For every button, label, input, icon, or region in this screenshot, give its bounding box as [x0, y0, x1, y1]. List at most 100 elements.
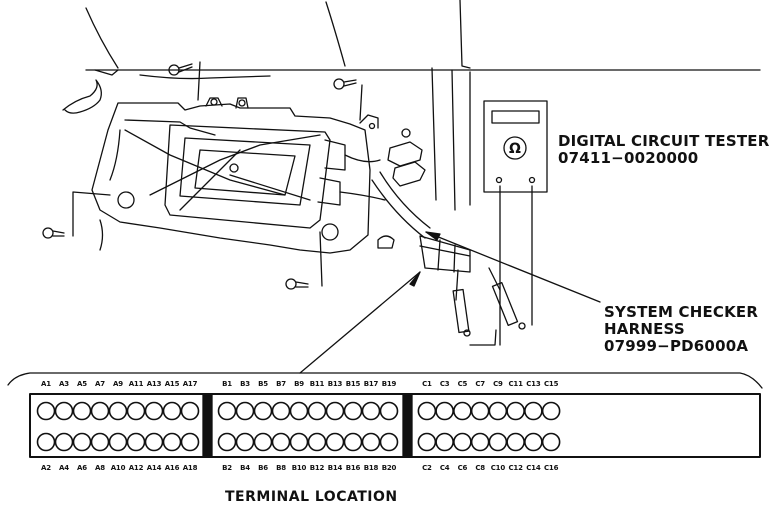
- terminal-pin-c15: [541, 401, 561, 421]
- pin-label: C7: [475, 380, 485, 388]
- terminal-pin-a14: [144, 432, 164, 452]
- terminal-pin-a4: [54, 432, 74, 452]
- terminal-pin-c3: [435, 401, 454, 421]
- terminal-pin-a2: [36, 432, 56, 452]
- terminal-pin-a5: [72, 401, 92, 421]
- terminal-pin-a7: [90, 401, 110, 421]
- pin-label: C8: [475, 464, 485, 472]
- probe-left: [452, 269, 471, 337]
- terminal-pin-a9: [108, 401, 128, 421]
- pin-label: B13: [327, 380, 343, 388]
- terminal-pin-b17: [361, 401, 381, 421]
- pin-label: B16: [345, 464, 361, 472]
- tester-label: DIGITAL CIRCUIT TESTER 07411−0020000: [558, 133, 769, 167]
- terminal-pin-c12: [506, 432, 525, 452]
- pin-label: C15: [543, 380, 559, 388]
- terminal-pin-c7: [470, 401, 490, 421]
- pin-label: B18: [363, 464, 379, 472]
- digital-circuit-tester: Ω: [483, 100, 548, 193]
- terminal-pin-c14: [524, 432, 543, 452]
- harness-part-number: 07999−PD6000A: [604, 337, 749, 355]
- pin-label: C12: [508, 464, 523, 472]
- pin-label: A15: [164, 380, 180, 388]
- pin-label: C3: [439, 380, 450, 388]
- ecu-bracket: [91, 97, 379, 254]
- pin-label: A9: [113, 380, 123, 388]
- terminal-pin-c4: [435, 432, 454, 452]
- pin-label: B6: [258, 464, 268, 472]
- pin-label: B2: [222, 464, 232, 472]
- pin-label: C2: [422, 464, 432, 472]
- terminal-pin-c2: [417, 432, 437, 452]
- terminal-pins: [36, 401, 561, 452]
- screw-top-left: [168, 61, 201, 101]
- terminal-pin-a18: [180, 432, 200, 452]
- pin-label: B15: [345, 380, 361, 388]
- pin-label: A5: [77, 380, 87, 388]
- terminal-leader-line: [299, 271, 421, 374]
- terminal-pin-b7: [271, 401, 291, 421]
- pin-label: A6: [77, 464, 87, 472]
- pin-label: C6: [457, 464, 468, 472]
- pin-label: B12: [309, 464, 325, 472]
- terminal-pin-c8: [470, 432, 490, 452]
- pin-label: C10: [490, 464, 506, 472]
- leader-lines: [299, 231, 601, 374]
- pin-label: C5: [457, 380, 468, 388]
- terminal-pin-c5: [453, 401, 472, 421]
- ohm-symbol-icon: Ω: [509, 141, 521, 157]
- terminal-pin-a8: [90, 432, 110, 452]
- harness-leader-line: [425, 231, 601, 303]
- terminal-pin-c13: [524, 401, 543, 421]
- terminal-pin-b14: [325, 432, 345, 452]
- terminal-pin-b19: [379, 401, 399, 421]
- pin-label: A1: [41, 380, 51, 388]
- terminal-pin-b10: [289, 432, 309, 452]
- pin-label: B14: [327, 464, 343, 472]
- block-divider-ab: [202, 393, 213, 458]
- pin-label: A10: [110, 464, 126, 472]
- terminal-pin-c9: [488, 401, 508, 421]
- pin-label: B8: [276, 464, 286, 472]
- terminal-pin-a15: [162, 401, 182, 421]
- harness-arrow-icon: [425, 231, 441, 241]
- terminal-pin-b6: [253, 432, 273, 452]
- screw-bottom: [285, 231, 323, 290]
- terminal-pin-b16: [343, 432, 363, 452]
- ecu-unit: [164, 124, 386, 229]
- terminal-pin-a11: [126, 401, 146, 421]
- terminal-pin-b4: [235, 432, 255, 452]
- pin-label: A18: [182, 464, 198, 472]
- terminal-pin-b11: [307, 401, 327, 421]
- block-divider-bc: [402, 393, 413, 458]
- pin-label: B7: [276, 380, 286, 388]
- harness-label: SYSTEM CHECKER HARNESS 07999−PD6000A: [604, 304, 758, 355]
- tester-part-number: 07411−0020000: [558, 149, 699, 167]
- pin-label: A12: [128, 464, 144, 472]
- pin-label: C1: [422, 380, 432, 388]
- terminal-pin-b2: [217, 432, 237, 452]
- terminal-pin-c6: [453, 432, 472, 452]
- pin-label: C13: [526, 380, 541, 388]
- pin-label: C4: [439, 464, 450, 472]
- pin-label: A14: [146, 464, 162, 472]
- probe-right: [488, 267, 526, 330]
- terminal-pin-b13: [325, 401, 345, 421]
- terminal-pin-c11: [506, 401, 525, 421]
- terminal-panel: [7, 372, 763, 458]
- terminal-pin-b15: [343, 401, 363, 421]
- pin-label: B9: [294, 380, 304, 388]
- pin-label: A17: [182, 380, 198, 388]
- terminal-pin-b5: [253, 401, 273, 421]
- tester-title: DIGITAL CIRCUIT TESTER: [558, 132, 770, 150]
- pin-label: B5: [258, 380, 268, 388]
- pin-label: A8: [95, 464, 105, 472]
- terminal-pin-a6: [72, 432, 92, 452]
- terminal-pin-b20: [379, 432, 399, 452]
